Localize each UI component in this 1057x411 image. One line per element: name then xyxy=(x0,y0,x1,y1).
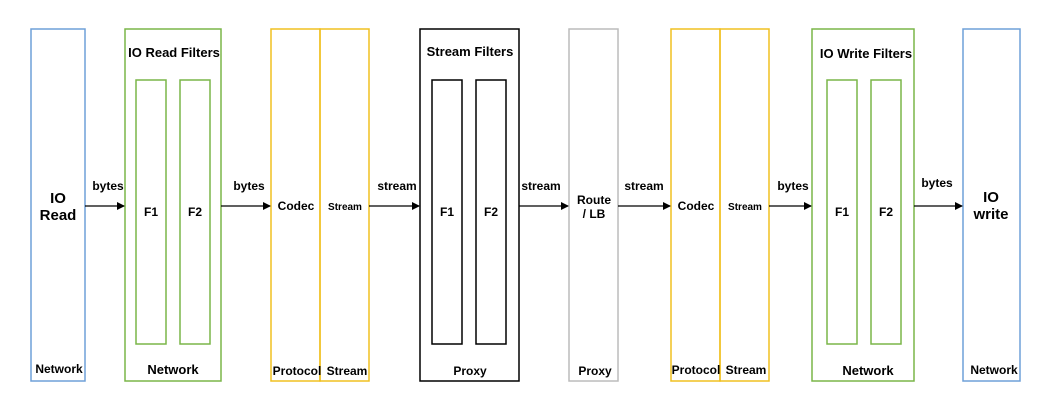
io-read-filters-node: IO Read Filters F1 F2 Network xyxy=(124,28,222,382)
route-lb-box xyxy=(568,28,619,382)
io-read-node: IO Read Network xyxy=(30,28,86,382)
read-stream-footer: Stream xyxy=(327,364,368,378)
edge-label-3: stream xyxy=(377,179,416,193)
io-read-filters-footer: Network xyxy=(147,362,199,377)
edge-io-read-to-read-filters: bytes xyxy=(85,179,125,210)
write-codec-label: Codec xyxy=(678,199,715,213)
io-read-filter-f1-box xyxy=(135,79,167,345)
io-write-filter-f2-box xyxy=(870,79,902,345)
read-protocol-footer: Protocol xyxy=(273,364,322,378)
io-write-filter-f1-label: F1 xyxy=(835,205,849,219)
write-stream-footer: Stream xyxy=(726,363,767,377)
read-codec-label: Codec xyxy=(278,199,315,213)
stream-filter-f1-label: F1 xyxy=(440,205,454,219)
io-read-filter-f1-label: F1 xyxy=(144,205,158,219)
io-write-filter-f2-label: F2 xyxy=(879,205,893,219)
edge-label-4: stream xyxy=(521,179,560,193)
edge-route-to-write-codec: stream xyxy=(618,179,671,210)
edge-label-7: bytes xyxy=(921,176,953,190)
stream-filter-f1-box xyxy=(431,79,463,345)
io-read-filter-f2-label: F2 xyxy=(188,205,202,219)
io-read-footer: Network xyxy=(35,362,83,376)
edge-codec-to-stream-filters: stream xyxy=(369,179,420,210)
edge-label-5: stream xyxy=(624,179,663,193)
io-read-title-line1: IO xyxy=(50,190,66,207)
stream-filters-footer: Proxy xyxy=(453,364,487,378)
route-lb-footer: Proxy xyxy=(578,364,612,378)
edge-write-codec-to-write-filters: bytes xyxy=(769,179,812,210)
io-write-filters-title: IO Write Filters xyxy=(820,46,912,61)
io-write-title-line1: IO xyxy=(983,189,999,206)
io-write-filters-footer: Network xyxy=(842,363,894,378)
edge-label-6: bytes xyxy=(777,179,809,193)
edge-label-1: bytes xyxy=(92,179,124,193)
io-write-title-line2: write xyxy=(972,206,1008,223)
read-stream-box xyxy=(319,28,370,382)
stream-filter-f2-label: F2 xyxy=(484,205,498,219)
write-protocol-footer: Protocol xyxy=(672,363,721,377)
io-read-title-line2: Read xyxy=(40,207,77,224)
edge-stream-filters-to-route: stream xyxy=(519,179,569,210)
io-write-box xyxy=(962,28,1021,382)
io-write-footer: Network xyxy=(970,363,1018,377)
io-read-box xyxy=(30,28,86,382)
stream-filters-box xyxy=(419,28,520,382)
stream-filter-f2-box xyxy=(475,79,507,345)
stream-filters-node: Stream Filters F1 F2 Proxy xyxy=(419,28,520,382)
io-read-filter-f2-box xyxy=(179,79,211,345)
route-lb-line2: / LB xyxy=(583,207,606,221)
io-write-filters-box xyxy=(811,28,915,382)
write-codec-node: Codec Stream Protocol Stream xyxy=(670,28,770,382)
route-lb-line1: Route xyxy=(577,193,611,207)
io-read-filters-title: IO Read Filters xyxy=(128,45,220,60)
io-write-filters-node: IO Write Filters F1 F2 Network xyxy=(811,28,915,382)
io-write-node: IO write Network xyxy=(962,28,1021,382)
edge-write-filters-to-io-write: bytes xyxy=(914,176,963,210)
io-read-filters-box xyxy=(124,28,222,382)
stream-filters-title: Stream Filters xyxy=(427,44,514,59)
write-stream-box xyxy=(719,28,770,382)
edge-read-filters-to-codec: bytes xyxy=(221,179,271,210)
route-lb-node: Route / LB Proxy xyxy=(568,28,619,382)
read-codec-node: Codec Stream Protocol Stream xyxy=(270,28,370,382)
write-stream-label: Stream xyxy=(728,202,762,213)
edge-label-2: bytes xyxy=(233,179,265,193)
io-write-filter-f1-box xyxy=(826,79,858,345)
read-stream-label: Stream xyxy=(328,202,362,213)
